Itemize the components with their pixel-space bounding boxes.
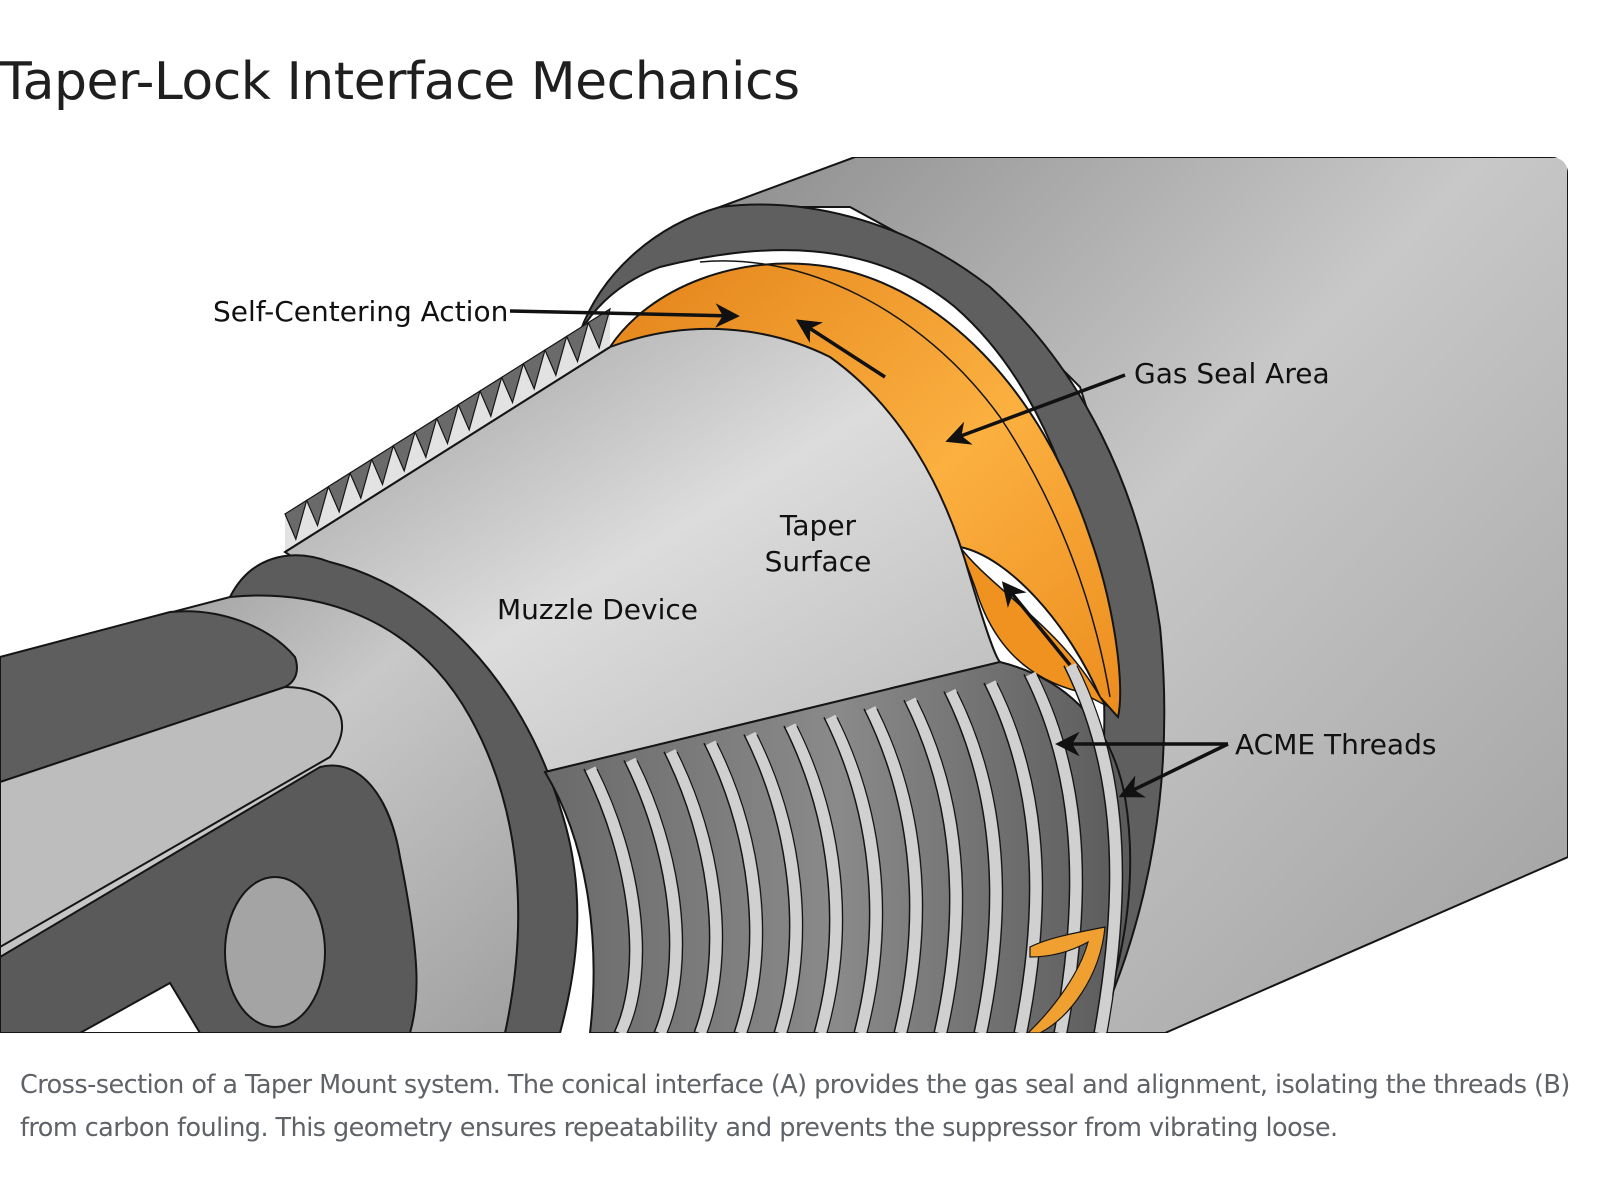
taper-mount-illustration: Self-Centering Action Gas Seal Area Tape… — [0, 157, 1568, 1033]
serration-tooth — [327, 471, 351, 514]
thread-edge — [716, 742, 764, 1033]
arrow-gas-seal — [945, 373, 1126, 445]
serration-flank — [566, 322, 589, 375]
thread-crest — [944, 688, 1002, 1033]
serration-base — [284, 346, 611, 553]
label-taper-surface-line2: Surface — [765, 545, 872, 578]
thread-edge — [583, 768, 631, 1033]
thread-crest — [744, 731, 802, 1033]
serration-teeth — [284, 307, 611, 552]
thread-edge — [956, 691, 1004, 1033]
serration-tooth — [544, 334, 568, 377]
thread-crest — [1024, 671, 1082, 1033]
thread-crest — [904, 697, 962, 1033]
arrow-acme-2 — [1118, 742, 1229, 798]
serration-flank — [458, 391, 480, 443]
serration-flank — [350, 459, 372, 511]
thread-crest — [584, 766, 642, 1033]
serration-tooth — [392, 430, 416, 473]
serration-tooth — [414, 416, 438, 459]
thread-edge — [743, 734, 791, 1033]
thread-edge — [596, 768, 644, 1033]
thread-crest — [824, 714, 882, 1033]
thread-crest — [784, 723, 842, 1033]
seal-inner-edge — [699, 260, 1111, 698]
brake-port-upper — [0, 610, 298, 784]
thread-edge — [983, 682, 1031, 1033]
thread-crest — [664, 749, 722, 1033]
thread-edge — [943, 691, 991, 1033]
serration-tooth — [500, 362, 525, 405]
thread-edge — [756, 734, 804, 1033]
serration-flank — [501, 363, 524, 416]
thread-edge — [1023, 674, 1071, 1033]
thread-edge — [663, 751, 711, 1033]
arrow-taper-up — [1001, 581, 1072, 667]
serration-flank — [371, 445, 394, 498]
serration-tooth — [479, 375, 503, 418]
serration-tooth — [305, 485, 330, 528]
thread-edge — [796, 725, 844, 1033]
thread-edge — [876, 708, 924, 1033]
serration-tooth — [522, 348, 546, 391]
serration-flank — [436, 404, 459, 457]
thread-edge — [903, 699, 951, 1033]
serration-flank — [285, 500, 307, 552]
serration-flank — [393, 432, 415, 484]
thread-edge — [623, 760, 671, 1033]
seal-lower-sliver — [1027, 926, 1106, 1033]
page-title: Taper-Lock Interface Mechanics — [0, 52, 800, 112]
serration-tooth — [349, 457, 373, 500]
acme-thread-ridges — [583, 663, 1124, 1033]
figure-caption: Cross-section of a Taper Mount system. T… — [20, 1070, 1570, 1143]
serration-tooth — [284, 498, 308, 541]
serration-tooth — [587, 307, 611, 350]
thread-edge — [636, 760, 684, 1033]
thread-edge — [916, 699, 964, 1033]
arrow-self-centering — [509, 303, 740, 328]
serration-flank — [415, 418, 437, 470]
label-muzzle-device: Muzzle Device — [497, 593, 698, 626]
thread-edge — [1076, 665, 1124, 1033]
label-acme-threads: ACME Threads — [1235, 728, 1436, 761]
thread-edge — [836, 717, 884, 1033]
thread-edge — [863, 708, 911, 1033]
thread-edge — [703, 742, 751, 1033]
thread-crest — [1064, 663, 1122, 1033]
label-gas-seal-area: Gas Seal Area — [1134, 357, 1330, 390]
serration-flank — [306, 486, 329, 539]
thread-crest — [704, 740, 762, 1033]
bore-hole — [224, 876, 326, 1028]
thread-edge — [1063, 665, 1111, 1033]
thread-edge — [996, 682, 1044, 1033]
label-self-centering-action: Self-Centering Action — [213, 295, 508, 328]
thread-edge — [783, 725, 831, 1033]
thread-crest — [624, 757, 682, 1033]
serration-flank — [545, 336, 567, 388]
serration-flank — [480, 377, 502, 429]
brake-prong — [0, 685, 343, 949]
brake-slot — [77, 981, 202, 1033]
serration-tooth — [370, 444, 395, 487]
serration-flank — [523, 350, 545, 402]
thread-body — [543, 660, 1132, 1033]
serration-tooth — [435, 403, 460, 446]
label-taper-surface-line1: Taper — [779, 509, 857, 542]
thread-crest — [864, 706, 922, 1033]
serration-tooth — [565, 321, 590, 364]
thread-edge — [823, 717, 871, 1033]
thread-edge — [676, 751, 724, 1033]
serration-flank — [588, 309, 610, 361]
serration-flank — [328, 473, 350, 525]
arrow-seal-up — [795, 319, 886, 379]
serration-tooth — [457, 389, 481, 432]
thread-crest — [984, 680, 1042, 1033]
